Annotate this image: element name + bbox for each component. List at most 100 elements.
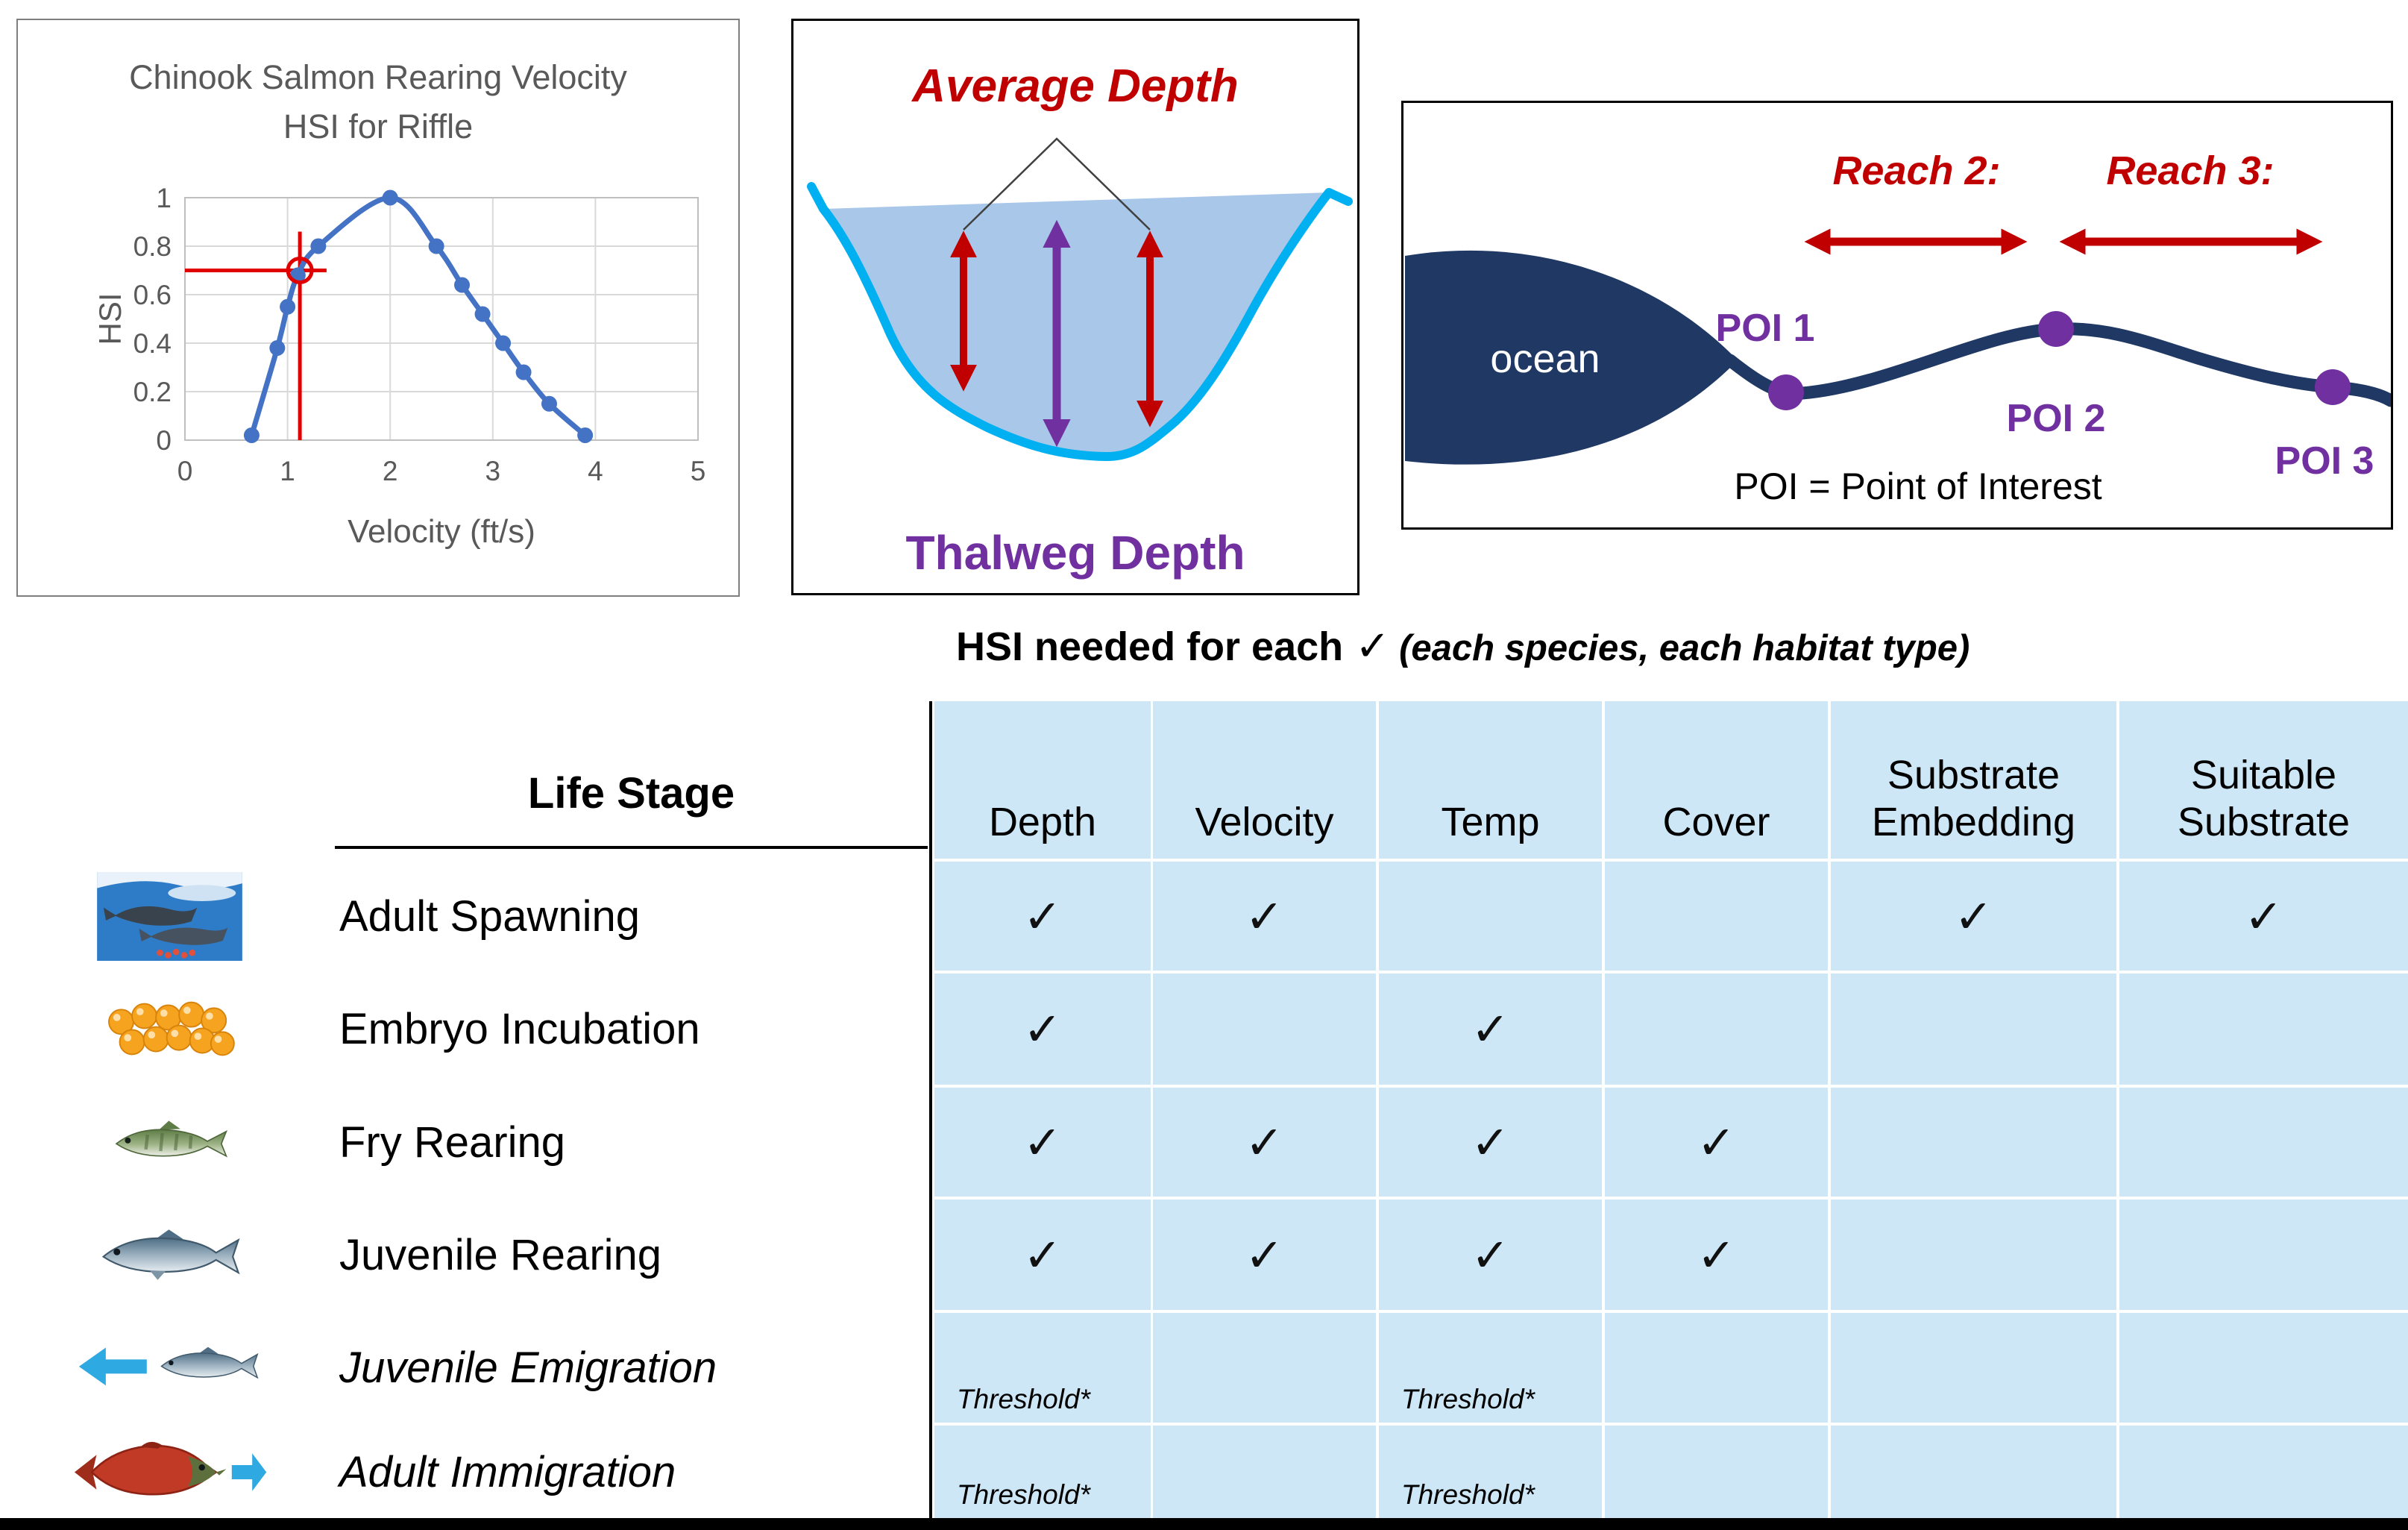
svg-text:2: 2 xyxy=(383,456,398,486)
svg-text:HSI for Riffle: HSI for Riffle xyxy=(283,107,473,145)
water-body xyxy=(823,192,1329,457)
average-depth-connector-line xyxy=(963,137,1151,231)
life-stage-label: Fry Rearing xyxy=(339,1117,565,1167)
table-cell: ✓ xyxy=(1153,1200,1376,1310)
table-cell xyxy=(2119,1426,2408,1518)
check-mark: ✓ xyxy=(1245,1227,1284,1282)
table-cell: ✓ xyxy=(934,862,1151,971)
juvenile-fish-left-arrow-icon xyxy=(11,1313,328,1423)
table-cell xyxy=(1605,1313,1828,1423)
column-header: Depth xyxy=(934,701,1151,859)
table-cell: ✓ xyxy=(934,1200,1151,1310)
svg-text:0: 0 xyxy=(156,425,172,456)
column-header: Suitable Substrate xyxy=(2119,701,2408,859)
svg-text:0.4: 0.4 xyxy=(133,328,172,359)
table-cell xyxy=(1831,1426,2116,1518)
table-cell: ✓ xyxy=(1379,1088,1602,1197)
svg-text:0: 0 xyxy=(177,456,193,486)
spawning-photo-icon xyxy=(11,862,328,971)
table-cell: ✓ xyxy=(1379,1200,1602,1310)
table-cell xyxy=(1153,974,1376,1085)
svg-text:0.2: 0.2 xyxy=(133,377,172,407)
table-cell: ✓ xyxy=(1605,1088,1828,1197)
table-cell: Threshold* xyxy=(934,1426,1151,1518)
fry-fish-icon xyxy=(11,1088,328,1197)
svg-text:HSI: HSI xyxy=(92,292,128,345)
check-mark: ✓ xyxy=(1245,888,1284,944)
average-depth-label: Average Depth xyxy=(912,60,1239,112)
heading-qualifier-text: (each species, each habitat type) xyxy=(1399,628,1970,668)
svg-text:Chinook Salmon Rearing Velocit: Chinook Salmon Rearing Velocity xyxy=(129,58,627,96)
svg-text:0.6: 0.6 xyxy=(133,280,172,310)
egg-cluster-icon xyxy=(11,974,328,1085)
table-cell: ✓ xyxy=(1605,1200,1828,1310)
table-cell: ✓ xyxy=(1153,862,1376,971)
table-cell: Threshold* xyxy=(1379,1313,1602,1423)
ocean-shape xyxy=(1405,250,1738,465)
column-header: Temp xyxy=(1379,701,1602,859)
table-cell: ✓ xyxy=(1153,1088,1376,1197)
check-mark: ✓ xyxy=(1023,1114,1062,1170)
svg-text:1: 1 xyxy=(156,183,172,213)
check-mark: ✓ xyxy=(1471,1227,1510,1282)
table-cell: Threshold* xyxy=(934,1313,1151,1423)
table-cell xyxy=(2119,974,2408,1085)
bottom-black-bar xyxy=(0,1518,2408,1530)
hsi-heading: HSI needed for each✓(each species, each … xyxy=(956,622,1970,671)
table-cell: ✓ xyxy=(934,974,1151,1085)
svg-text:Velocity (ft/s): Velocity (ft/s) xyxy=(348,513,535,550)
channel-cross-section-graphic xyxy=(807,137,1353,461)
table-cell xyxy=(1605,1426,1828,1518)
life-stage-label: Adult Spawning xyxy=(339,891,641,941)
poi3-label: POI 3 xyxy=(2275,439,2374,483)
poi2-label: POI 2 xyxy=(2006,397,2106,440)
table-cell xyxy=(1605,862,1828,971)
table-cell xyxy=(1153,1313,1376,1423)
reach2-label: Reach 2: xyxy=(1832,148,2001,193)
check-mark: ✓ xyxy=(1697,1114,1736,1170)
check-mark: ✓ xyxy=(1697,1227,1736,1282)
check-mark: ✓ xyxy=(1023,1002,1062,1056)
poi1-label: POI 1 xyxy=(1715,307,1815,350)
table-cell xyxy=(1831,1313,2116,1423)
poi1-dot xyxy=(1768,374,1804,410)
table-cell: ✓ xyxy=(934,1088,1151,1197)
life-stage-label: Juvenile Rearing xyxy=(339,1230,662,1279)
check-mark: ✓ xyxy=(2244,888,2283,944)
reach3-label: Reach 3: xyxy=(2106,148,2275,193)
table-cell xyxy=(1831,1088,2116,1197)
life-stage-label: Embryo Incubation xyxy=(339,1005,700,1053)
channel-bed-line xyxy=(807,182,1353,461)
life-stage-label: Juvenile Emigration xyxy=(339,1344,717,1392)
column-header: Substrate Embedding xyxy=(1831,701,2116,859)
table-cell xyxy=(1379,862,1602,971)
table-cell xyxy=(2119,1313,2408,1423)
adult-salmon-right-arrow-icon xyxy=(11,1426,328,1518)
ocean-label: ocean xyxy=(1490,336,1600,381)
heading-main-text: HSI needed for each xyxy=(956,624,1344,669)
check-mark: ✓ xyxy=(1471,1002,1510,1056)
table-cell xyxy=(1831,1200,2116,1310)
poi2-dot xyxy=(2038,311,2074,347)
life-stage-label: Adult Immigration xyxy=(339,1447,676,1496)
channel-cross-section-panel: Average Depth Thalweg Depth xyxy=(791,19,1359,595)
river-profile-graphic xyxy=(1405,228,2391,465)
poi3-dot xyxy=(2315,369,2351,405)
svg-text:3: 3 xyxy=(485,456,501,486)
poi-legend: POI = Point of Interest xyxy=(1734,465,2102,507)
table-cell xyxy=(2119,1088,2408,1197)
table-vertical-divider xyxy=(929,701,932,1518)
life-stage-column-header: Life Stage xyxy=(527,768,735,818)
check-mark: ✓ xyxy=(1023,1227,1062,1282)
river-profile-panel: Reach 2: Reach 3: ocean POI 1 POI 2 POI … xyxy=(1401,101,2393,530)
column-header: Velocity xyxy=(1153,701,1376,859)
table-cell: ✓ xyxy=(2119,862,2408,971)
life-stage-header-underline xyxy=(335,846,928,849)
svg-text:4: 4 xyxy=(588,456,603,486)
svg-text:0.8: 0.8 xyxy=(133,231,172,262)
heading-check-icon: ✓ xyxy=(1355,622,1391,671)
table-cell: Threshold* xyxy=(1379,1426,1602,1518)
